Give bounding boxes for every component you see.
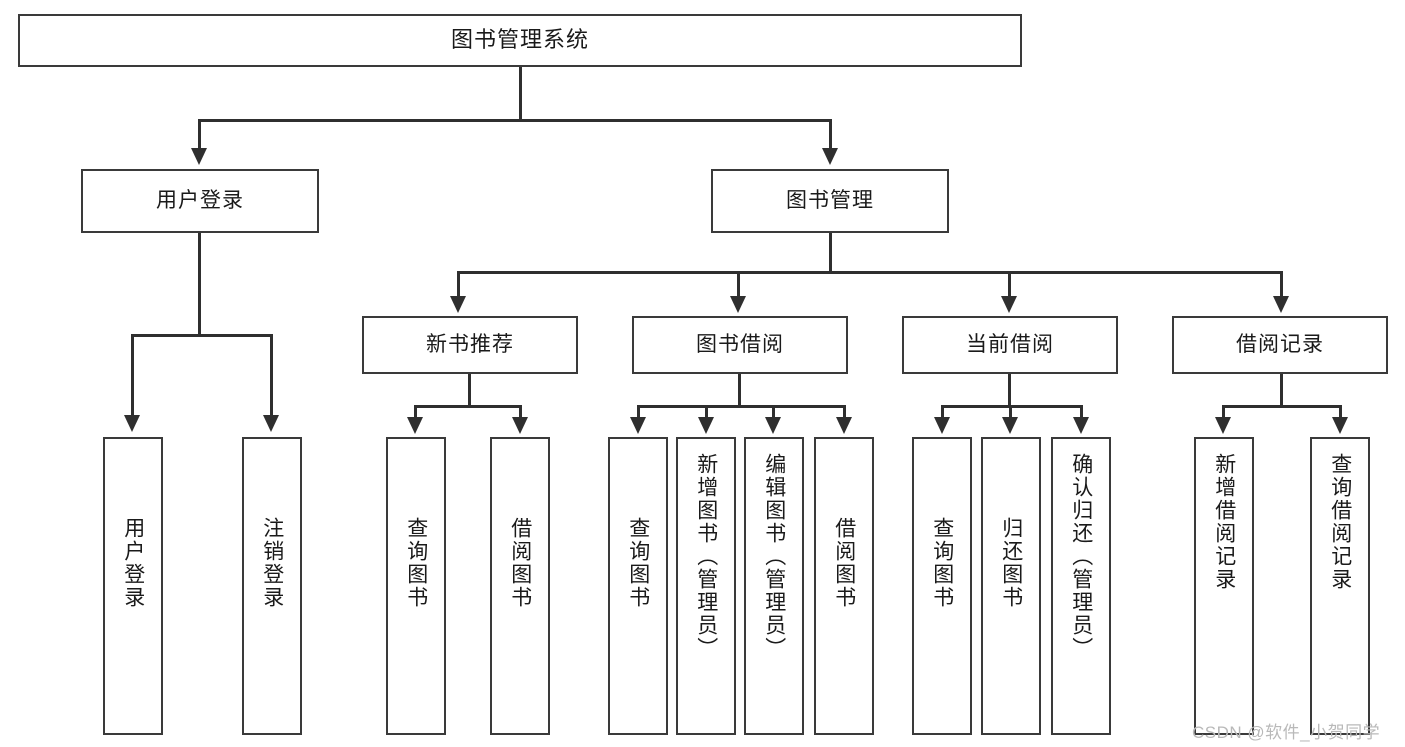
arrowhead-book-borrow xyxy=(730,296,746,313)
arrowhead-br-query-record xyxy=(1332,417,1348,434)
arrowhead-nbr-query-book xyxy=(407,417,423,434)
connector-drop-cb-confirm xyxy=(1080,405,1083,419)
node-new-book-recommend[interactable]: 新书推荐 xyxy=(362,316,578,374)
connector-drop-bb-borrow xyxy=(843,405,846,419)
watermark: CSDN @软件_小贺同学 xyxy=(1192,723,1381,742)
connector-drop-borrow-record xyxy=(1280,271,1283,298)
leaf-user-login[interactable]: 用户登录 xyxy=(103,437,163,735)
leaf-bb-borrow-book[interactable]: 借阅图书 xyxy=(814,437,874,735)
connector-book-management-bar xyxy=(457,271,1283,274)
connector-nbr-stem xyxy=(468,374,471,406)
leaf-label: 借阅图书 xyxy=(508,517,532,609)
connector-drop-nbr-query xyxy=(414,405,417,419)
leaf-label: 新增图书（管理员） xyxy=(694,453,718,660)
arrowhead-user-login xyxy=(191,148,207,165)
arrowhead-leaf-logout xyxy=(263,415,279,432)
leaf-bb-query-book[interactable]: 查询图书 xyxy=(608,437,668,735)
connector-book-management-stem xyxy=(829,233,832,272)
connector-bb-stem xyxy=(738,374,741,406)
arrowhead-bb-add-book xyxy=(698,417,714,434)
node-root-book-management-system[interactable]: 图书管理系统 xyxy=(18,14,1022,67)
node-label: 图书借阅 xyxy=(696,333,784,357)
connector-drop-br-query xyxy=(1339,405,1342,419)
leaf-label: 注销登录 xyxy=(260,517,284,609)
arrowhead-bb-edit-book xyxy=(765,417,781,434)
arrowhead-cb-return-book xyxy=(1002,417,1018,434)
leaf-label: 归还图书 xyxy=(999,517,1023,609)
node-book-management[interactable]: 图书管理 xyxy=(711,169,949,233)
node-label: 当前借阅 xyxy=(966,333,1054,357)
connector-drop-cb-return xyxy=(1009,405,1012,419)
connector-bb-bar xyxy=(637,405,845,408)
connector-drop-br-add xyxy=(1222,405,1225,419)
connector-drop-user-login xyxy=(198,119,201,149)
connector-drop-new-book xyxy=(457,271,460,298)
leaf-br-query-record[interactable]: 查询借阅记录 xyxy=(1310,437,1370,735)
node-label: 图书管理系统 xyxy=(450,27,589,53)
arrowhead-cb-confirm-return xyxy=(1073,417,1089,434)
arrowhead-bb-borrow-book xyxy=(836,417,852,434)
node-label: 图书管理 xyxy=(786,189,874,213)
connector-cb-stem xyxy=(1008,374,1011,406)
connector-drop-bb-add xyxy=(705,405,708,419)
connector-drop-book-borrow xyxy=(737,271,740,298)
leaf-cb-return-book[interactable]: 归还图书 xyxy=(981,437,1041,735)
leaf-bb-edit-book[interactable]: 编辑图书（管理员） xyxy=(744,437,804,735)
leaf-label: 用户登录 xyxy=(121,517,145,609)
node-current-borrow[interactable]: 当前借阅 xyxy=(902,316,1118,374)
node-book-borrow[interactable]: 图书借阅 xyxy=(632,316,848,374)
connector-drop-book-management xyxy=(829,119,832,149)
arrowhead-br-add-record xyxy=(1215,417,1231,434)
node-user-login[interactable]: 用户登录 xyxy=(81,169,319,233)
arrowhead-nbr-borrow-book xyxy=(512,417,528,434)
leaf-label: 编辑图书（管理员） xyxy=(762,453,786,660)
leaf-bb-add-book[interactable]: 新增图书（管理员） xyxy=(676,437,736,735)
connector-root-bar xyxy=(198,119,832,122)
node-borrow-record[interactable]: 借阅记录 xyxy=(1172,316,1388,374)
leaf-nbr-borrow-book[interactable]: 借阅图书 xyxy=(490,437,550,735)
connector-drop-nbr-borrow xyxy=(519,405,522,419)
connector-drop-leaf-user-login xyxy=(131,334,134,417)
connector-cb-bar xyxy=(941,405,1083,408)
arrowhead-current-borrow xyxy=(1001,296,1017,313)
connector-drop-leaf-logout xyxy=(270,334,273,417)
leaf-label: 查询图书 xyxy=(404,517,428,609)
node-label: 借阅记录 xyxy=(1236,333,1324,357)
connector-user-login-bar xyxy=(131,334,273,337)
leaf-label: 查询图书 xyxy=(626,517,650,609)
node-label: 新书推荐 xyxy=(426,333,514,357)
leaf-nbr-query-book[interactable]: 查询图书 xyxy=(386,437,446,735)
connector-drop-cb-query xyxy=(941,405,944,419)
connector-nbr-bar xyxy=(414,405,522,408)
leaf-label: 借阅图书 xyxy=(832,517,856,609)
connector-drop-current-borrow xyxy=(1008,271,1011,298)
connector-br-bar xyxy=(1222,405,1342,408)
leaf-cb-confirm-return[interactable]: 确认归还（管理员） xyxy=(1051,437,1111,735)
arrowhead-new-book-recommend xyxy=(450,296,466,313)
arrowhead-bb-query-book xyxy=(630,417,646,434)
leaf-logout[interactable]: 注销登录 xyxy=(242,437,302,735)
leaf-label: 新增借阅记录 xyxy=(1212,453,1236,591)
connector-user-login-stem xyxy=(198,233,201,335)
connector-root-stem xyxy=(519,67,522,119)
connector-drop-bb-edit xyxy=(772,405,775,419)
node-label: 用户登录 xyxy=(156,189,244,213)
connector-br-stem xyxy=(1280,374,1283,406)
arrowhead-cb-query-book xyxy=(934,417,950,434)
leaf-br-add-record[interactable]: 新增借阅记录 xyxy=(1194,437,1254,735)
leaf-cb-query-book[interactable]: 查询图书 xyxy=(912,437,972,735)
leaf-label: 查询图书 xyxy=(930,517,954,609)
leaf-label: 确认归还（管理员） xyxy=(1069,453,1093,660)
arrowhead-borrow-record xyxy=(1273,296,1289,313)
arrowhead-book-management xyxy=(822,148,838,165)
arrowhead-leaf-user-login xyxy=(124,415,140,432)
connector-drop-bb-query xyxy=(637,405,640,419)
leaf-label: 查询借阅记录 xyxy=(1328,453,1352,591)
